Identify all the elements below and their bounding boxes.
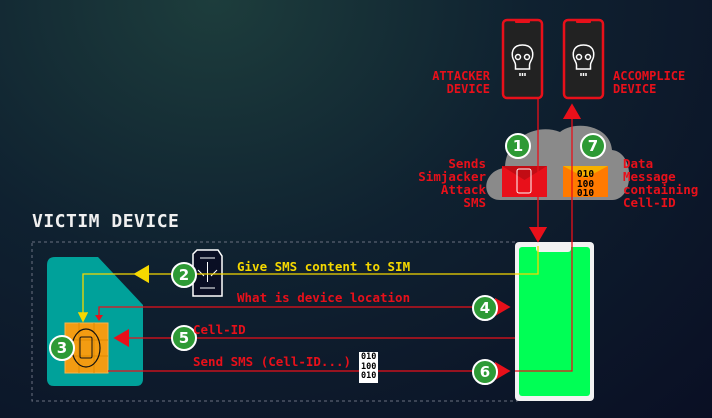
accomplice-device-label: ACCOMPLICE DEVICE [613,70,685,96]
sim-card-icon [79,336,93,359]
binary-row: 010 [361,371,377,381]
attacker-phone [501,18,544,100]
arrow-yellow-to-chip [77,273,140,323]
attack-sms-envelope [502,166,547,197]
skull-icon [511,44,534,76]
label-line: DEVICE [613,82,657,96]
binary-row: 010 [576,188,595,199]
arrow-device-location [98,297,511,320]
text-line: containing [623,182,699,197]
binary-row: 100 [576,178,595,190]
step-badge-1: 1 [505,133,531,159]
victim-device-title: VICTIM DEVICE [32,211,180,232]
text-line: Attack [440,182,486,197]
step6-label: Send SMS (Cell-ID...) [193,354,352,369]
text-line: SMS [463,195,486,210]
victim-phone [515,242,594,401]
binary-row: 010 [361,352,377,362]
step7-description: Data Message containing Cell-ID [623,157,698,209]
text-line: Cell-ID [623,195,676,210]
skull-icon [572,44,595,76]
step2-label: Give SMS content to SIM [237,259,411,274]
step-badge-5: 5 [171,325,197,351]
arrow-yellow-phone [520,246,539,275]
label-line: ACCOMPLICE [613,69,686,83]
text-line: Data [623,156,654,171]
accomplice-phone [562,18,605,100]
step-badge-4: 4 [472,295,498,321]
step1-description: Sends Simjacker Attack SMS [396,157,486,209]
step4-label: What is device location [237,290,411,305]
attacker-device-label: ATTACKER DEVICE [400,70,490,96]
label-line: DEVICE [446,82,490,96]
binary-row: 100 [361,361,377,372]
step-badge-7: 7 [580,133,606,159]
step-badge-6: 6 [472,359,498,385]
step-badge-3: 3 [49,335,75,361]
arrow-data-to-accomplice [515,103,582,372]
step-badge-2: 2 [171,262,197,288]
sim-card [47,257,143,386]
sim-card-icon [516,168,532,194]
text-line: Sends [448,156,486,171]
binary-row: 010 [576,169,595,180]
binary-data-icon: 010 100 010 [359,352,379,383]
step5-label: Cell-ID [193,322,246,337]
text-line: Message [623,169,676,184]
binary-data-icon: 010 100 010 [574,170,597,199]
sim-card-icon [192,249,223,297]
text-line: Simjacker [418,169,486,184]
label-line: ATTACKER [432,69,490,83]
data-message-envelope [563,166,608,197]
